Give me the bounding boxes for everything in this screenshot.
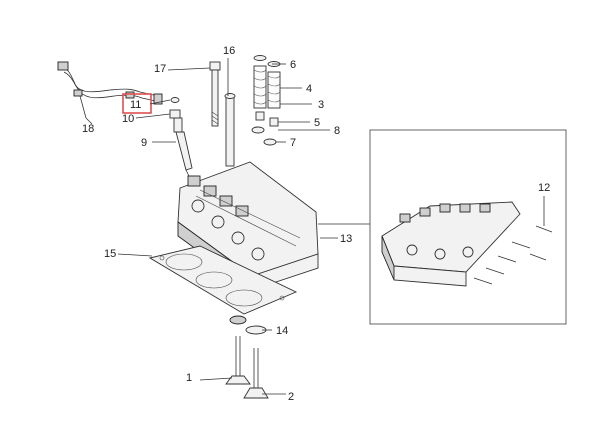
callout-9: 9 (141, 137, 147, 149)
inset-cylinder-head[interactable] (381, 201, 521, 287)
callout-3: 3 (318, 99, 324, 111)
callout-10: 10 (122, 113, 134, 125)
callout-11: 11 (130, 99, 141, 111)
callout-labels: 1 2 3 4 5 6 7 8 9 10 11 12 13 14 15 16 1… (82, 45, 550, 403)
callout-15: 15 (104, 248, 116, 260)
callout-1: 1 (186, 372, 192, 384)
exhaust-valve[interactable] (243, 348, 269, 399)
callout-4: 4 (306, 83, 312, 95)
head-gasket[interactable] (148, 245, 298, 315)
callout-6: 6 (290, 59, 296, 71)
injector-sleeve[interactable] (224, 93, 236, 167)
wiring-harness[interactable] (57, 61, 163, 119)
callout-12: 12 (538, 182, 550, 194)
inset-head-studs[interactable] (473, 225, 553, 285)
callout-2: 2 (288, 391, 294, 403)
head-bolt[interactable] (209, 61, 221, 127)
leader-lines (85, 58, 545, 395)
callout-7: 7 (290, 137, 296, 149)
callout-8: 8 (334, 125, 340, 137)
callout-14: 14 (276, 325, 288, 337)
callout-16: 16 (223, 45, 235, 57)
intake-valve[interactable] (225, 336, 251, 385)
callout-17: 17 (154, 63, 166, 75)
callout-18: 18 (82, 123, 94, 135)
valve-seals[interactable] (229, 315, 267, 335)
valve-spring-assembly-left[interactable] (251, 55, 267, 134)
callout-5: 5 (314, 117, 320, 129)
callout-13: 13 (340, 233, 352, 245)
plug-nut[interactable] (169, 97, 181, 119)
